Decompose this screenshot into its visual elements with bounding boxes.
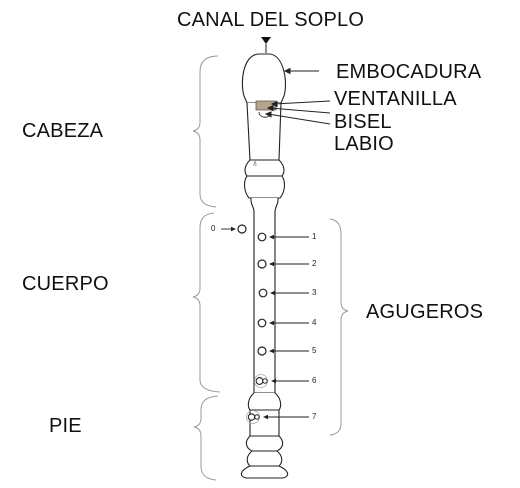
hole-6-a bbox=[255, 377, 264, 385]
hole-number-6: 6 bbox=[312, 376, 317, 385]
labio-pointer bbox=[267, 113, 331, 125]
hole-number-1: 1 bbox=[312, 232, 317, 241]
head-joint-shape bbox=[244, 159, 285, 199]
hole-0 bbox=[237, 224, 247, 234]
hole-2 bbox=[257, 259, 267, 269]
hole-number-5: 5 bbox=[312, 346, 317, 355]
cuerpo-bracket bbox=[192, 212, 221, 393]
hole-6-b bbox=[262, 378, 268, 384]
embocadura-label: EMBOCADURA bbox=[336, 61, 482, 83]
hole-7-arrowhead bbox=[263, 414, 268, 420]
cabeza-label: CABEZA bbox=[22, 120, 104, 142]
hole-1-arrowhead bbox=[269, 234, 274, 240]
hole-number-4: 4 bbox=[312, 318, 317, 327]
hole-number-0: 0 bbox=[211, 224, 216, 233]
finger-holes bbox=[221, 224, 309, 424]
blow-channel-marker bbox=[261, 37, 271, 44]
hole-4 bbox=[257, 318, 267, 328]
hole-number-2: 2 bbox=[312, 259, 317, 268]
ventanilla-label: VENTANILLA bbox=[334, 88, 457, 110]
pie-label: PIE bbox=[49, 415, 82, 437]
hole-3-arrowhead bbox=[270, 290, 275, 296]
bisel-label: BISEL bbox=[334, 111, 392, 133]
hole-number-3: 3 bbox=[312, 288, 317, 297]
hole-1 bbox=[257, 232, 267, 242]
hole-2-arrowhead bbox=[269, 261, 274, 267]
canal-del-soplo-label: CANAL DEL SOPLO bbox=[177, 9, 365, 31]
labio-label: LABIO bbox=[334, 133, 394, 155]
ventanilla-pointer bbox=[273, 100, 331, 105]
mouthpiece-shape bbox=[241, 53, 287, 104]
hole-number-7: 7 bbox=[312, 412, 317, 421]
hole-7-b bbox=[254, 414, 260, 420]
agugeros-label: AGUGEROS bbox=[366, 301, 484, 323]
hole-7-a bbox=[247, 413, 256, 421]
hole-0-arrowhead bbox=[231, 226, 236, 232]
cabeza-bracket bbox=[192, 55, 219, 208]
hole-5-arrowhead bbox=[269, 348, 274, 354]
cuerpo-label: CUERPO bbox=[22, 273, 109, 295]
head-body-shape bbox=[246, 102, 282, 161]
hole-4-arrowhead bbox=[269, 320, 274, 326]
agugeros-bracket bbox=[329, 218, 349, 436]
hole-5 bbox=[257, 346, 267, 356]
hole-6-arrowhead bbox=[271, 378, 276, 384]
pie-bracket bbox=[193, 395, 219, 481]
bisel-pointer bbox=[269, 107, 331, 114]
hole-3 bbox=[258, 288, 268, 298]
